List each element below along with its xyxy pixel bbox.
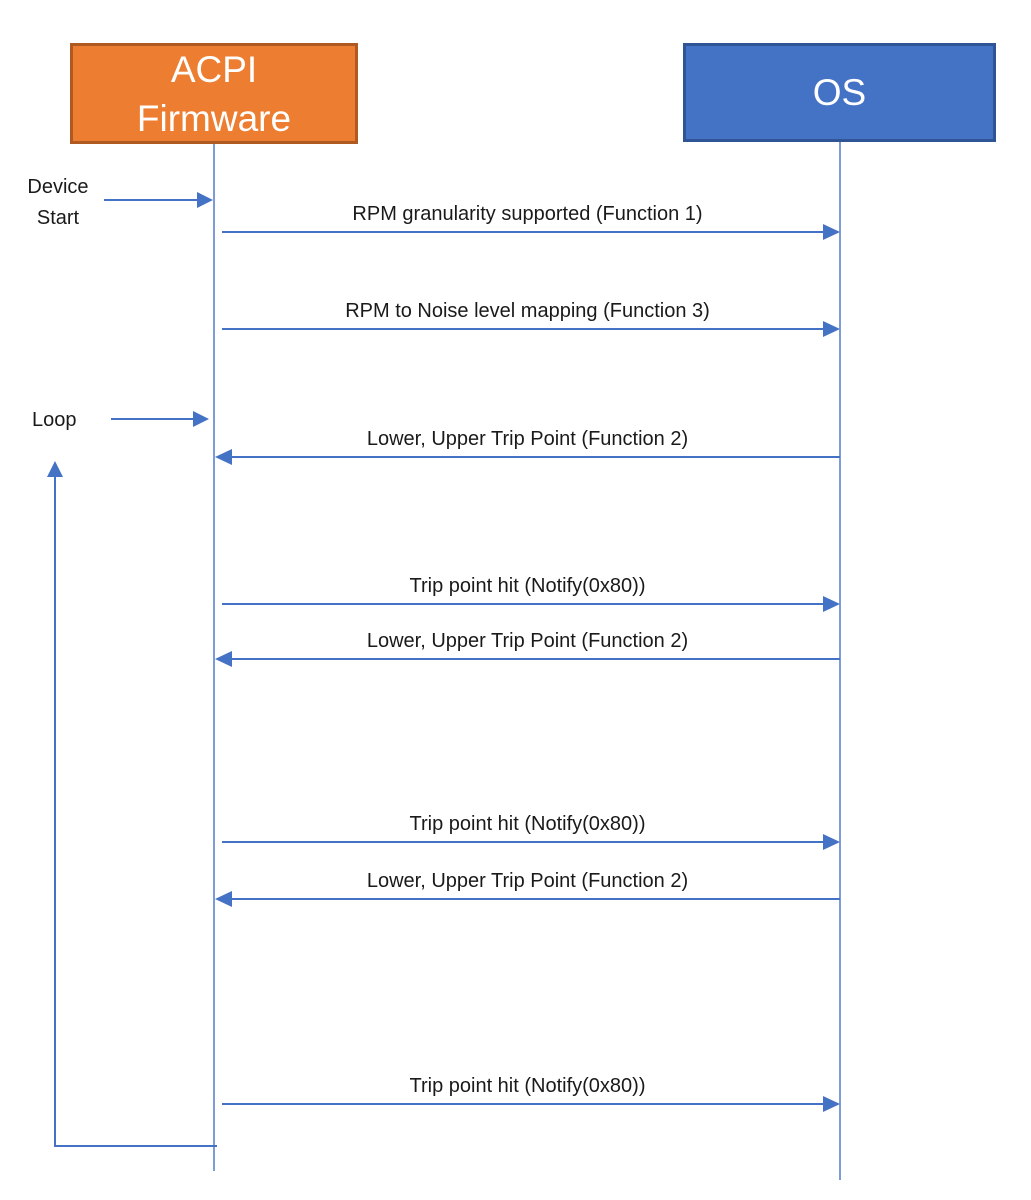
message-trip-point-set-1: Lower, Upper Trip Point (Function 2) <box>215 428 840 468</box>
message-trip-point-set-2: Lower, Upper Trip Point (Function 2) <box>215 630 840 670</box>
message-label: Trip point hit (Notify(0x80)) <box>409 575 646 597</box>
message-arrow-line <box>231 898 840 900</box>
message-label: Trip point hit (Notify(0x80)) <box>409 1075 646 1097</box>
arrowhead-right-icon <box>823 834 840 850</box>
message-rpm-granularity: RPM granularity supported (Function 1) <box>215 203 840 243</box>
loop-arrow <box>111 418 194 420</box>
actor-acpi-firmware: ACPI Firmware <box>70 43 358 144</box>
arrowhead-right-icon <box>823 224 840 240</box>
message-label: Lower, Upper Trip Point (Function 2) <box>366 870 689 892</box>
arrowhead-left-icon <box>215 449 232 465</box>
message-trip-point-set-3: Lower, Upper Trip Point (Function 2) <box>215 870 840 910</box>
message-label: RPM to Noise level mapping (Function 3) <box>345 300 710 322</box>
arrowhead-right-icon <box>823 596 840 612</box>
message-trip-point-hit-1: Trip point hit (Notify(0x80)) <box>215 575 840 615</box>
message-arrow-line <box>222 841 824 843</box>
arrowhead-right-icon <box>823 1096 840 1112</box>
message-trip-point-hit-3: Trip point hit (Notify(0x80)) <box>215 1075 840 1115</box>
loop-label: Loop <box>32 409 77 431</box>
loop-back-arrow-vertical <box>54 476 56 1146</box>
arrowhead-right-icon <box>823 321 840 337</box>
arrowhead-up-icon <box>47 461 63 477</box>
device-start-label: Device Start <box>27 176 89 229</box>
arrowhead-right-icon <box>193 411 209 427</box>
message-label: RPM granularity supported (Function 1) <box>352 203 703 225</box>
actor-acpi-line1: ACPI <box>170 48 258 90</box>
lifeline-acpi <box>213 144 215 1171</box>
message-label: Lower, Upper Trip Point (Function 2) <box>366 630 689 652</box>
message-arrow-line <box>222 231 824 233</box>
message-label: Lower, Upper Trip Point (Function 2) <box>366 428 689 450</box>
arrowhead-left-icon <box>215 651 232 667</box>
message-arrow-line <box>222 1103 824 1105</box>
message-label: Trip point hit (Notify(0x80)) <box>409 813 646 835</box>
message-arrow-line <box>231 456 840 458</box>
message-arrow-line <box>222 603 824 605</box>
lifeline-os <box>839 142 841 1180</box>
loop-back-arrow-horizontal <box>54 1145 217 1147</box>
actor-acpi-line2: Firmware <box>136 97 292 139</box>
message-arrow-line <box>222 328 824 330</box>
message-trip-point-hit-2: Trip point hit (Notify(0x80)) <box>215 813 840 853</box>
message-rpm-noise-mapping: RPM to Noise level mapping (Function 3) <box>215 300 840 340</box>
actor-os-label: OS <box>812 72 867 113</box>
actor-os: OS <box>683 43 996 142</box>
device-start-arrow <box>104 199 198 201</box>
message-arrow-line <box>231 658 840 660</box>
arrowhead-right-icon <box>197 192 213 208</box>
arrowhead-left-icon <box>215 891 232 907</box>
